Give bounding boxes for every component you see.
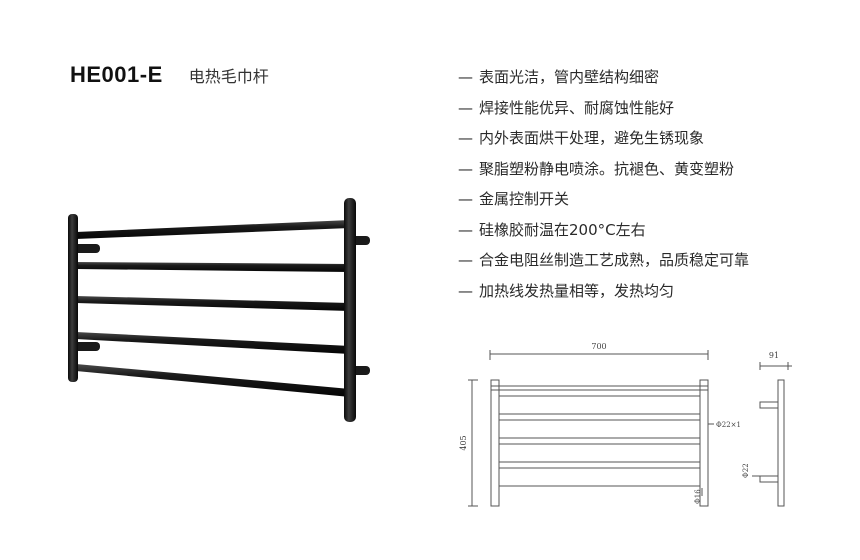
post-diameter-label: Φ16 [694,489,702,504]
rail-bar [76,364,350,397]
feature-text: 表面光洁，管内壁结构细密 [479,68,660,86]
feature-text: 聚脂塑粉静电喷涂。抗褪色、黄变塑粉 [479,159,735,178]
wall-pin [72,342,100,351]
feature-dash: — [458,251,473,269]
feature-text: 硅橡胶耐温在200°C左右 [479,220,646,239]
model-number: HE001-E [70,62,163,87]
feature-text: 焊接性能优异、耐腐蚀性能好 [479,98,675,117]
title-row: HE001-E 电热毛巾杆 [70,62,269,88]
feature-text: 加热线发热量相等，发热均匀 [479,281,675,300]
feature-list: — 表面光洁，管内壁结构细密 — 焊接性能优异、耐腐蚀性能好 — 内外表面烘干处理，避… [458,62,749,306]
rail-bar [76,220,350,239]
feature-dash: — [458,68,473,86]
towel-rail-image [68,198,370,422]
right-post [344,198,356,422]
bar-diameter-label: Φ22×1 [716,421,741,429]
height-label: 405 [459,435,468,450]
feature-item: — 内外表面烘干处理，避免生锈现象 [458,123,749,154]
feature-dash: — [458,281,473,300]
rail-bar [76,332,350,354]
feature-dash: — [458,129,473,147]
feature-text: 金属控制开关 [479,190,570,208]
width-label: 700 [591,342,606,351]
feature-item: — 合金电阻丝制造工艺成熟，品质稳定可靠 [458,245,749,276]
feature-item: — 表面光洁，管内壁结构细密 [458,62,749,93]
rail-bar [76,262,350,272]
left-post [68,214,78,382]
feature-text: 合金电阻丝制造工艺成熟，品质稳定可靠 [479,251,750,269]
feature-item: — 聚脂塑粉静电喷涂。抗褪色、黄变塑粉 [458,154,749,185]
feature-dash: — [458,190,473,208]
feature-dash: — [458,220,473,239]
feature-dash: — [458,159,473,178]
rail-bar [76,296,350,311]
side-diameter-label: Φ22 [742,463,750,478]
dimension-drawing: 700 405 91 Φ22×1 Φ16 Φ22 [459,342,792,507]
feature-text: 内外表面烘干处理，避免生锈现象 [479,129,705,147]
product-name: 电热毛巾杆 [188,67,269,86]
feature-item: — 硅橡胶耐温在200°C左右 [458,215,749,246]
feature-dash: — [458,98,473,117]
feature-item: — 加热线发热量相等，发热均匀 [458,276,749,307]
wall-pin [72,244,100,253]
feature-item: — 焊接性能优异、耐腐蚀性能好 [458,93,749,124]
feature-item: — 金属控制开关 [458,184,749,215]
depth-label: 91 [769,351,779,360]
